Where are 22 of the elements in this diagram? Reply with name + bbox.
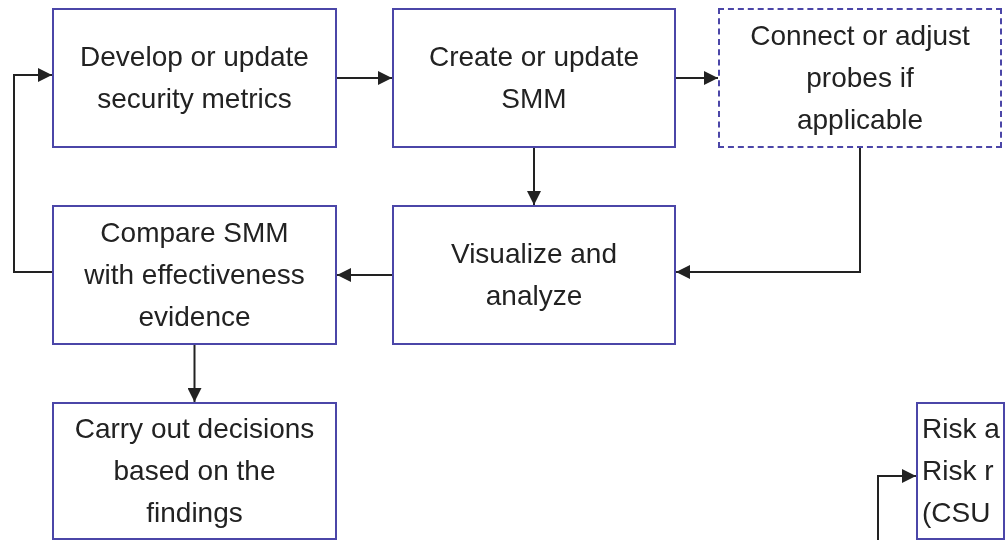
process-box xyxy=(52,205,337,345)
arrow xyxy=(336,71,393,85)
box-label: Visualize and analyze xyxy=(449,237,618,313)
box-label: Develop or update security metrics xyxy=(79,40,310,116)
arrow xyxy=(187,344,202,403)
arrow xyxy=(675,71,719,85)
box-label: Carry out decisions based on the findings xyxy=(74,412,315,530)
process-box xyxy=(392,205,676,345)
box-label: Compare SMM with effectiveness evidence xyxy=(83,216,306,334)
arrow xyxy=(13,68,53,273)
dashed-process-box xyxy=(718,8,1002,148)
process-box xyxy=(392,8,676,148)
box-label: Create or update SMM xyxy=(427,40,641,116)
arrow xyxy=(336,268,393,282)
arrow xyxy=(877,469,917,540)
process-box xyxy=(52,8,337,148)
arrow xyxy=(675,147,861,279)
box-label: Connect or adjust probes if applicable xyxy=(749,19,971,137)
process-box xyxy=(916,402,1005,540)
arrow xyxy=(527,147,541,206)
process-box xyxy=(52,402,337,540)
box-label: Risk a Risk r (CSU xyxy=(922,412,1001,530)
